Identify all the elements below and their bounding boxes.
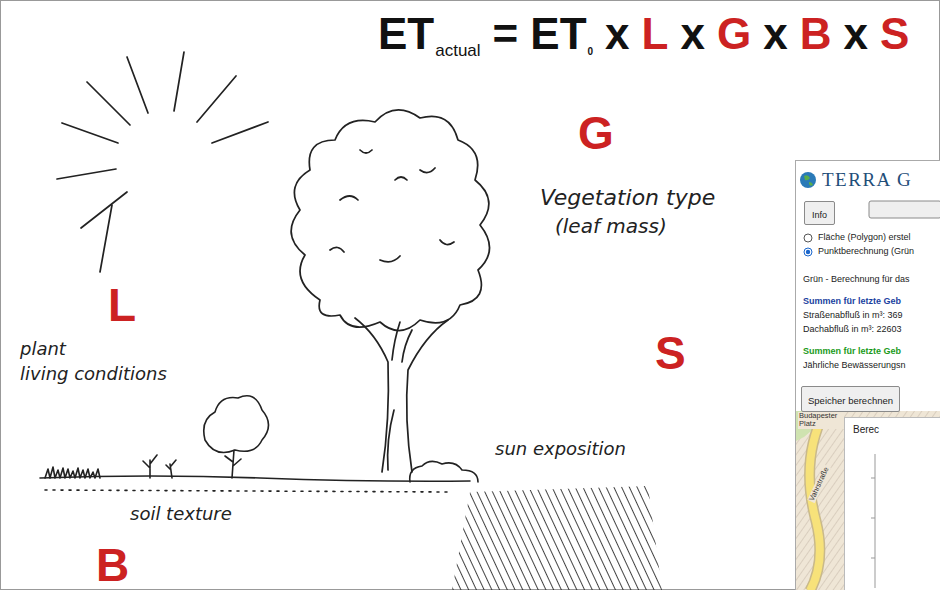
factor-letter: B — [96, 542, 129, 588]
hatched-area — [452, 486, 662, 590]
clipped-button — [869, 201, 940, 218]
factor-caption: Vegetation type — [540, 185, 715, 211]
chart-axis — [845, 418, 940, 590]
ground-line — [40, 476, 470, 481]
ui-heading: Summen für letzte Geb — [803, 296, 901, 307]
crown-detail — [330, 150, 454, 262]
formula-operator: x — [843, 12, 867, 56]
chart-tab-card: Berec — [844, 417, 940, 590]
formula-row: ETactual=ET0xLxGxBxS — [378, 12, 909, 56]
radio-button — [804, 234, 812, 242]
factor-caption: (leaf mass) — [555, 214, 667, 238]
box-label: Info — [812, 210, 827, 220]
factor-caption: plant — [20, 338, 66, 360]
shrubs — [410, 461, 478, 482]
ground — [40, 396, 478, 492]
formula-operator: x — [763, 12, 787, 56]
factor-letter: G — [578, 110, 614, 156]
formula-subscript: 0 — [588, 47, 594, 57]
radio-dot — [806, 250, 810, 254]
soil-dots — [45, 490, 450, 492]
formula-operator: x — [680, 12, 704, 56]
formula-operator: = — [493, 12, 519, 56]
formula-factor: L — [642, 12, 669, 56]
radio-label: Punktberechnung (Grün — [818, 246, 914, 257]
radio-label: Fläche (Polygon) erstel — [818, 232, 911, 243]
box-label: TERRA G — [822, 169, 912, 191]
ui-text: Grün - Berechnung für das — [803, 274, 910, 285]
grass-tuft — [45, 467, 100, 478]
tree-trunk — [355, 318, 448, 472]
ui-text: Straßenabfluß in m³: 369 — [803, 310, 903, 321]
bush — [204, 396, 269, 478]
box-label: Speicher berechnen — [808, 395, 893, 406]
app-screenshot-panel: TERRA G InfoSpeicher berechnen Berec — [795, 160, 940, 590]
factor-caption: sun exposition — [495, 438, 626, 460]
app-button: Info — [804, 201, 835, 225]
tree — [291, 110, 489, 472]
app-button: Speicher berechnen — [801, 386, 900, 412]
box-label: Berec — [853, 424, 879, 435]
ui-heading: Summen für letzte Geb — [803, 346, 901, 357]
formula-factor: G — [717, 12, 751, 56]
small-plant — [143, 455, 176, 478]
radio-button — [804, 248, 812, 256]
factor-letter: S — [655, 330, 686, 376]
formula-factor: B — [800, 12, 832, 56]
factor-caption: soil texture — [130, 503, 232, 525]
ui-text: Jährliche Bewässerungsn — [803, 360, 906, 371]
ui-text: Dachabfluß in m³: 22603 — [803, 324, 902, 335]
factor-letter: L — [108, 282, 136, 328]
map — [796, 411, 940, 590]
globe-icon — [800, 172, 816, 188]
formula-term: ET — [378, 12, 434, 56]
sun-rays — [57, 52, 268, 272]
formula-operator: x — [605, 12, 629, 56]
formula-subscript: actual — [435, 42, 480, 59]
formula-term: ET — [530, 12, 586, 56]
factor-caption: living conditions — [20, 363, 167, 385]
formula-factor: S — [880, 12, 909, 56]
map-place-name: Budapester Platz — [798, 412, 844, 429]
tree-crown — [291, 110, 489, 331]
